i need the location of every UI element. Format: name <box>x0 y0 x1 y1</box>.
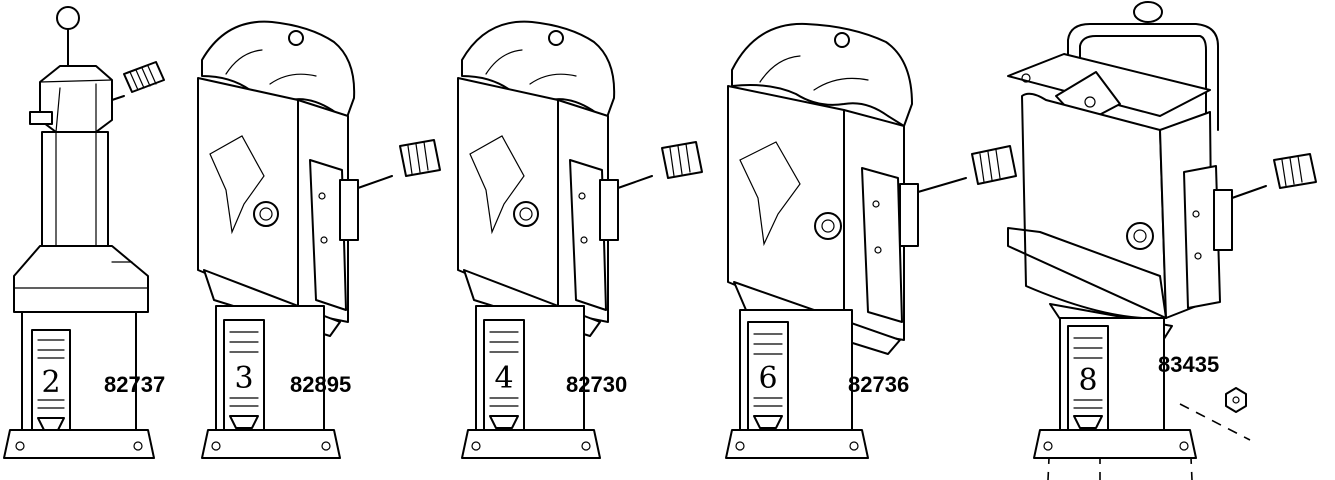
quick-coupler-5 <box>1273 153 1317 189</box>
side-bracket <box>1183 165 1221 309</box>
part-number-label: 83435 <box>1158 352 1219 377</box>
quick-coupler-3 <box>661 141 703 179</box>
mounting-base <box>725 429 869 459</box>
ratio-number: 6 <box>758 361 777 396</box>
mounting-base <box>201 429 341 459</box>
hex-nut-icon <box>1225 387 1247 413</box>
brand-logo-icon <box>469 135 525 235</box>
fill-cap <box>1126 222 1154 250</box>
brand-logo-icon <box>739 141 801 247</box>
pump-82737: 2 82737 <box>3 6 165 459</box>
reservoir-cover <box>13 245 149 313</box>
mounting-base <box>461 429 601 459</box>
fill-cap <box>814 212 842 240</box>
ratio-number: 2 <box>41 365 60 400</box>
pump-83435: 8 83435 <box>1007 1 1317 480</box>
pump-tube <box>41 131 109 249</box>
fill-cap <box>253 201 279 227</box>
quick-coupler-2 <box>399 139 441 177</box>
mounting-base <box>1033 429 1197 459</box>
lifting-eye-icon <box>56 6 80 30</box>
quick-coupler-4 <box>971 145 1017 185</box>
part-number-label: 82737 <box>104 372 165 397</box>
pump-82895: 3 82895 <box>197 20 441 459</box>
side-bracket <box>861 167 903 323</box>
brand-logo-icon <box>209 135 265 235</box>
lifting-eye-icon <box>1133 1 1163 23</box>
ratio-plate <box>31 329 71 431</box>
part-number-label: 82895 <box>290 372 351 397</box>
air-inlet-fitting <box>29 111 53 125</box>
ratio-plate <box>223 319 265 431</box>
pump-82736: 6 82736 <box>725 22 1017 459</box>
pump-82730: 4 82730 <box>457 20 703 459</box>
part-number-label: 82736 <box>848 372 909 397</box>
mounting-base <box>3 429 155 459</box>
quick-coupler-1 <box>123 61 165 93</box>
ratio-plate <box>1067 325 1109 431</box>
reservoir-dome <box>731 22 913 127</box>
fill-cap <box>513 201 539 227</box>
ratio-number: 8 <box>1078 363 1097 398</box>
ratio-number: 4 <box>494 361 513 396</box>
ratio-number: 3 <box>234 361 253 396</box>
part-number-label: 82730 <box>566 372 627 397</box>
